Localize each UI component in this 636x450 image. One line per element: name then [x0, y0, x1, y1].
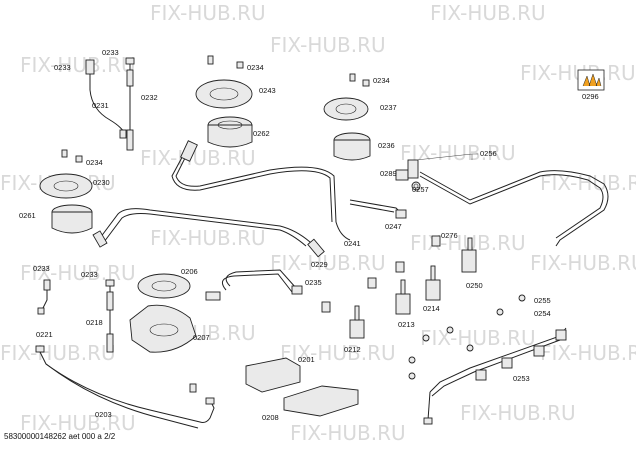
watermark-text: FIX-HUB.RU: [530, 251, 636, 275]
label-0233: 0233: [102, 48, 119, 57]
watermark-text: FIX-HUB.RU: [540, 341, 636, 365]
label-0208: 0208: [262, 413, 279, 422]
burner-0243-0262: [195, 55, 253, 148]
label-0235: 0235: [305, 278, 322, 287]
cable-0203: [35, 345, 215, 429]
label-0253: 0253: [513, 374, 530, 383]
label-0203: 0203: [95, 410, 112, 419]
label-0262: 0262: [253, 129, 270, 138]
label-0257: 0257: [412, 185, 429, 194]
label-0233: 0233: [81, 270, 98, 279]
label-0255: 0255: [534, 296, 551, 305]
label-0241: 0241: [344, 239, 361, 248]
burner-0237-0236: [323, 73, 371, 161]
ignition-harness-0253: [423, 327, 567, 425]
drawing-reference-footer: 58300000148262 aet 000 a 2/2: [4, 432, 116, 441]
label-0206: 0206: [181, 267, 198, 276]
label-0221: 0221: [36, 330, 53, 339]
watermark-text: FIX-HUB.RU: [420, 326, 536, 350]
label-0289: 0289: [380, 169, 397, 178]
gas-valves: [321, 235, 477, 339]
label-0296: 0296: [582, 92, 599, 101]
watermark-text: FIX-HUB.RU: [430, 1, 546, 25]
watermark-text: FIX-HUB.RU: [400, 141, 516, 165]
watermark-text: FIX-HUB.RU: [280, 341, 396, 365]
label-0231: 0231: [92, 101, 109, 110]
part-icon-0296: [577, 69, 605, 91]
valve-0213: [395, 279, 411, 315]
label-0237: 0237: [380, 103, 397, 112]
part-labels: 0233 0233 0231 0232 0234 0243 0234 0237 …: [19, 48, 599, 422]
label-0234: 0234: [86, 158, 103, 167]
cover-0208: [283, 385, 359, 417]
burner-0206-0207: [129, 273, 197, 353]
label-0250: 0250: [466, 281, 483, 290]
watermark-text: FIX-HUB.RU: [270, 33, 386, 57]
electrode-0218: [105, 279, 115, 353]
label-0214: 0214: [423, 304, 440, 313]
watermark-text: FIX-HUB.RU: [20, 53, 136, 77]
ignition-electrode-0232: [125, 57, 135, 151]
thermocouple-top-left: [85, 59, 127, 139]
valve-0250: [461, 237, 477, 273]
label-0201: 0201: [298, 355, 315, 364]
watermark-text: FIX-HUB.RU: [270, 251, 386, 275]
burner-0230-0261: [39, 149, 93, 234]
watermark-text: FIX-HUB.RU: [290, 421, 406, 445]
watermark-text: FIX-HUB.RU: [140, 146, 256, 170]
label-0232: 0232: [141, 93, 158, 102]
valve-0212: [349, 305, 365, 339]
label-0207: 0207: [193, 333, 210, 342]
gas-tubes: [92, 140, 609, 301]
label-0236: 0236: [378, 141, 395, 150]
valve-0214: [425, 265, 441, 301]
cover-0201: [245, 357, 301, 393]
label-0230: 0230: [93, 178, 110, 187]
label-0233: 0233: [33, 264, 50, 273]
label-0256: 0256: [480, 149, 497, 158]
fittings-0289-0257: [395, 159, 421, 191]
label-0276: 0276: [441, 231, 458, 240]
screws: [408, 294, 526, 380]
watermark-text: FIX-HUB.RU: [20, 411, 136, 435]
label-0213: 0213: [398, 320, 415, 329]
watermark-text: FIX-HUB.RU: [20, 261, 136, 285]
label-0234: 0234: [373, 76, 390, 85]
label-0233: 0233: [54, 63, 71, 72]
label-0229: 0229: [311, 260, 328, 269]
label-0254: 0254: [534, 309, 551, 318]
watermark-text: FIX-HUB.RU: [150, 226, 266, 250]
leader-lines: [415, 153, 478, 161]
label-0247: 0247: [385, 222, 402, 231]
label-0234: 0234: [247, 63, 264, 72]
watermark-text: FIX-HUB.RU: [460, 401, 576, 425]
label-0212: 0212: [344, 345, 361, 354]
watermark-text: FIX-HUB.RU: [150, 1, 266, 25]
watermark-text: FIX-HUB.RU: [0, 341, 116, 365]
thermocouple-0221: [37, 279, 51, 315]
label-0243: 0243: [259, 86, 276, 95]
label-0218: 0218: [86, 318, 103, 327]
label-0261: 0261: [19, 211, 36, 220]
